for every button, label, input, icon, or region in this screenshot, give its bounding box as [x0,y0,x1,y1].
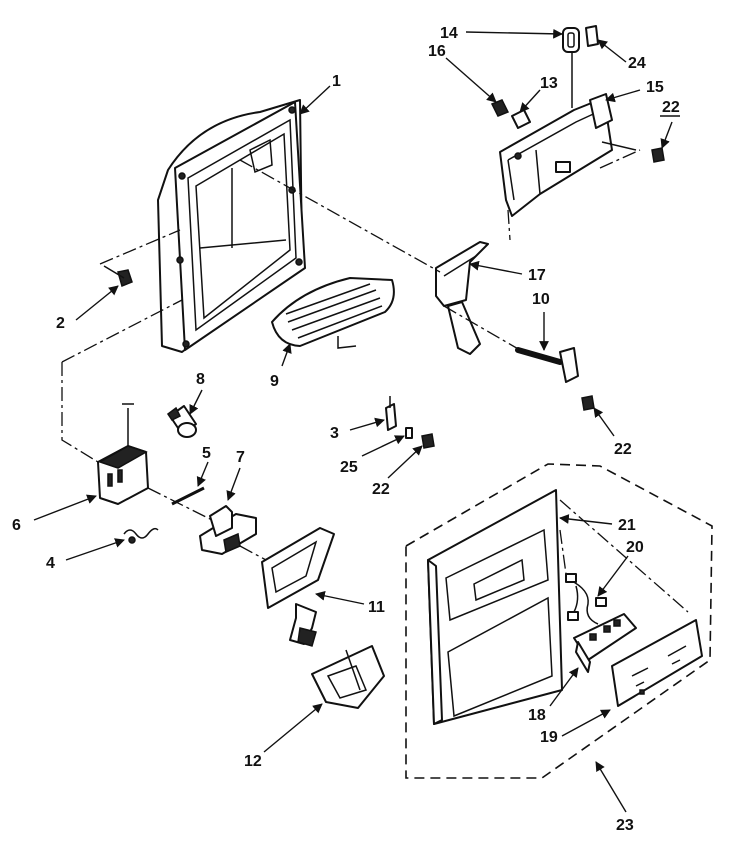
part-22-screw-top [651,147,665,163]
part-15-switch-housing [499,93,637,217]
callout-22-right: 22 [614,441,632,458]
callout-2: 2 [56,315,65,332]
callout-24: 24 [628,55,646,72]
part-17-water-paddle [435,241,489,355]
callout-10: 10 [532,291,550,308]
part-12-ice-chute [311,645,385,709]
callout-16: 16 [428,43,446,60]
callout-19: 19 [540,729,558,746]
callout-25: 25 [340,459,358,476]
callout-labels: 1 2 3 4 5 6 7 8 9 10 11 12 13 14 15 16 1… [12,25,680,834]
part-3-25-switch [385,396,435,449]
callout-1: 1 [332,73,341,90]
callout-3: 3 [330,425,339,442]
leader-lines [33,28,673,813]
part-4-spring [123,527,159,544]
part-20-wire-harness [565,573,607,625]
alignment-lines [61,149,689,613]
callout-5: 5 [202,445,211,462]
callout-8: 8 [196,371,205,388]
callout-9: 9 [270,373,279,390]
callout-21: 21 [618,517,636,534]
part-2-screw [103,265,133,288]
callout-14: 14 [440,25,458,42]
callout-12: 12 [244,753,262,770]
callout-6: 6 [12,517,21,534]
part-6-module [97,403,149,505]
part-10-actuator [515,347,595,411]
part-9-drip-tray [271,277,395,349]
callout-18: 18 [528,707,546,724]
callout-13: 13 [540,75,558,92]
callout-15: 15 [646,79,664,96]
part-21-front-panel [427,489,563,725]
callout-11: 11 [368,599,385,616]
part-5-rod [171,486,205,506]
part-19-overlay [611,619,703,707]
callout-7: 7 [236,449,245,466]
part-1-housing [157,99,306,353]
part-7-bracket [199,505,257,555]
callout-22-top: 22 [662,99,680,116]
callout-23: 23 [616,817,634,834]
part-11-ice-paddle [261,527,335,647]
callout-4: 4 [46,555,55,572]
part-8-solenoid [166,405,197,438]
callout-20: 20 [626,539,644,556]
callout-17: 17 [528,267,546,284]
callout-22-middle: 22 [372,481,390,498]
part-18-control-board [573,613,637,673]
